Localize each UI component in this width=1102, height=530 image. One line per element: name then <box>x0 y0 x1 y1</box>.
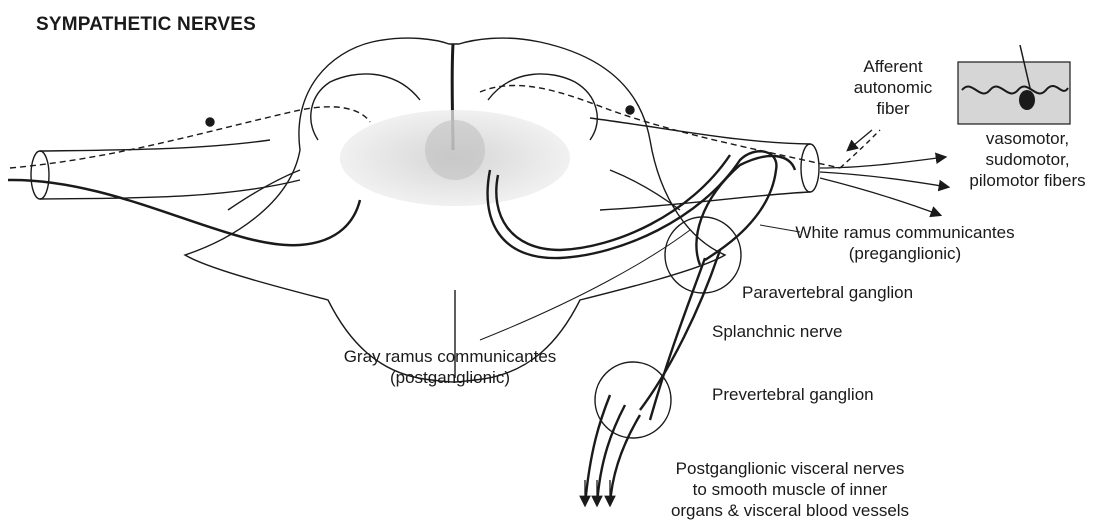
paravertebral-ganglion <box>665 217 741 293</box>
gray-ramus-fiber <box>696 156 795 265</box>
white-ramus-label: White ramus communicantes (preganglionic… <box>790 222 1020 264</box>
gray-matter-center <box>425 120 485 180</box>
postganglionic-label-line2: to smooth muscle of inner <box>640 479 940 500</box>
afferent-label-line2: autonomic <box>838 77 948 98</box>
effector-label-line2: sudomotor, <box>955 149 1100 170</box>
right-nerve-upper <box>590 118 810 144</box>
effector-label-line3: pilomotor fibers <box>955 170 1100 191</box>
postganglionic-label-line3: organs & visceral blood vessels <box>640 500 940 521</box>
effector-arrows <box>585 130 948 505</box>
effector-label-line1: vasomotor, <box>955 128 1100 149</box>
arrow-sudomotor <box>820 172 948 187</box>
afferent-label: Afferent autonomic fiber <box>838 56 948 119</box>
splanchnic-label: Splanchnic nerve <box>712 321 842 342</box>
right-drg-cell <box>626 106 634 114</box>
afferent-label-line3: fiber <box>838 98 948 119</box>
left-nerve-upper <box>40 140 270 151</box>
gland <box>1019 90 1035 110</box>
gray-ramus-label-line1: Gray ramus communicantes <box>335 346 565 367</box>
left-drg-cell <box>206 118 214 126</box>
paravertebral-label: Paravertebral ganglion <box>742 282 913 303</box>
gray-ramus-label-line2: (postganglionic) <box>335 367 565 388</box>
left-motor-fiber <box>8 180 360 245</box>
afferent-fiber <box>840 130 880 168</box>
left-nerve-end <box>31 151 49 199</box>
right-nerve-end <box>801 144 819 192</box>
skin-sample <box>958 45 1070 124</box>
white-ramus-label-line2: (preganglionic) <box>790 243 1020 264</box>
postganglionic-label-line1: Postganglionic visceral nerves <box>640 458 940 479</box>
postganglionic-label: Postganglionic visceral nerves to smooth… <box>640 458 940 521</box>
effector-label: vasomotor, sudomotor, pilomotor fibers <box>955 128 1100 191</box>
prevertebral-label: Prevertebral ganglion <box>712 384 874 405</box>
right-lateral-outline <box>610 170 680 210</box>
arrow-vasomotor <box>820 157 945 168</box>
left-spinal-nerve <box>8 107 370 245</box>
afferent-label-line1: Afferent <box>838 56 948 77</box>
gray-ramus-label: Gray ramus communicantes (postganglionic… <box>335 346 565 388</box>
afferent-pointer <box>848 130 872 150</box>
white-ramus-label-line1: White ramus communicantes <box>790 222 1020 243</box>
page-title: SYMPATHETIC NERVES <box>36 14 256 35</box>
spinal-cord <box>185 38 725 382</box>
left-lateral-outline <box>228 170 300 210</box>
